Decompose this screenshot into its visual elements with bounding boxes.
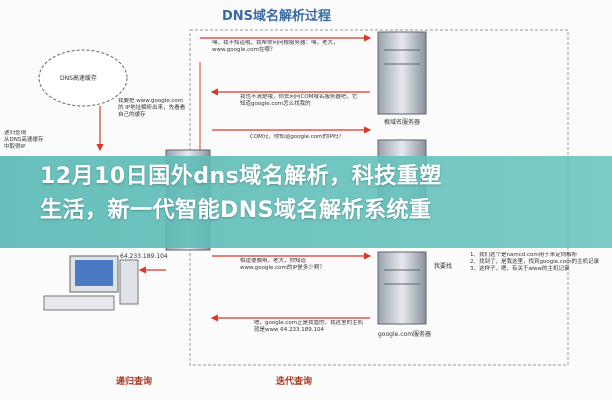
diagram-title: DNS域名解析过程 [222,8,331,24]
headline: 12月10日国外dns域名解析，科技重塑 生活，新一代智能DNS域名解析系统重 [40,160,580,228]
ip-readout: 64.233.189.104 [120,253,168,260]
root-server-label: 根域名服务器 [384,118,420,126]
right-notes: 1、我们这个是namcd.com用于来定向解析 2、找到了，是我这里，找到goo… [470,252,600,272]
footer-recursive: 递归查询 [116,375,152,387]
google-server-label: google.com服务器 [378,330,431,338]
dns-cache-ellipse [38,49,128,107]
cache-label: DNS高速缓存 [60,74,97,82]
google-query-text: 相逢便晚啊，老大，你知道www.google.com的IP是多少啊？ [240,258,325,271]
com-question-text: COM兄，你知道google.com的IP吗？ [250,134,344,140]
left-note-cache: 从DNS高速缓存中取得IP [4,137,44,150]
headline-line-2: 生活，新一代智能DNS域名解析系统重 [40,198,432,223]
right-note-3: 3、这样子，嗯，有关于www的主机记录 [470,266,570,272]
root-server-icon [377,31,427,115]
left-speech-bubble: 我要把 www.google.com的 IP地址解析出来，先看看自己的缓存 [118,98,185,118]
right-note-2: 2、找到了，是我这里，找到google.com的主机记录 [470,259,600,265]
computer-icon [43,255,139,311]
left-notes: 递归查询 从DNS高速缓存中取得IP [4,130,44,150]
root-answer-text: 我也不清楚哦，你去问问COM域名服务器吧，它知道google.com怎么找我的 [240,94,357,107]
google-server-icon [377,251,427,325]
footer-iterative: 迭代查询 [276,375,312,387]
find-label: 我要找 [434,262,452,270]
headline-banner [0,156,612,248]
headline-line-1: 12月10日国外dns域名解析，科技重塑 [40,164,442,189]
google-answer-text: 嗯，google.com正是我管的，我这里的主机就是www 64.233.189… [254,320,363,333]
query-root-text: 嘿，我不知道哦，我帮你问问根服务器：嘿，老大，www.google.com在哪？ [212,40,339,53]
left-note-recursive: 递归查询 [4,130,27,136]
right-note-1: 1、我们这个是namcd.com用于来定向解析 [470,252,578,258]
